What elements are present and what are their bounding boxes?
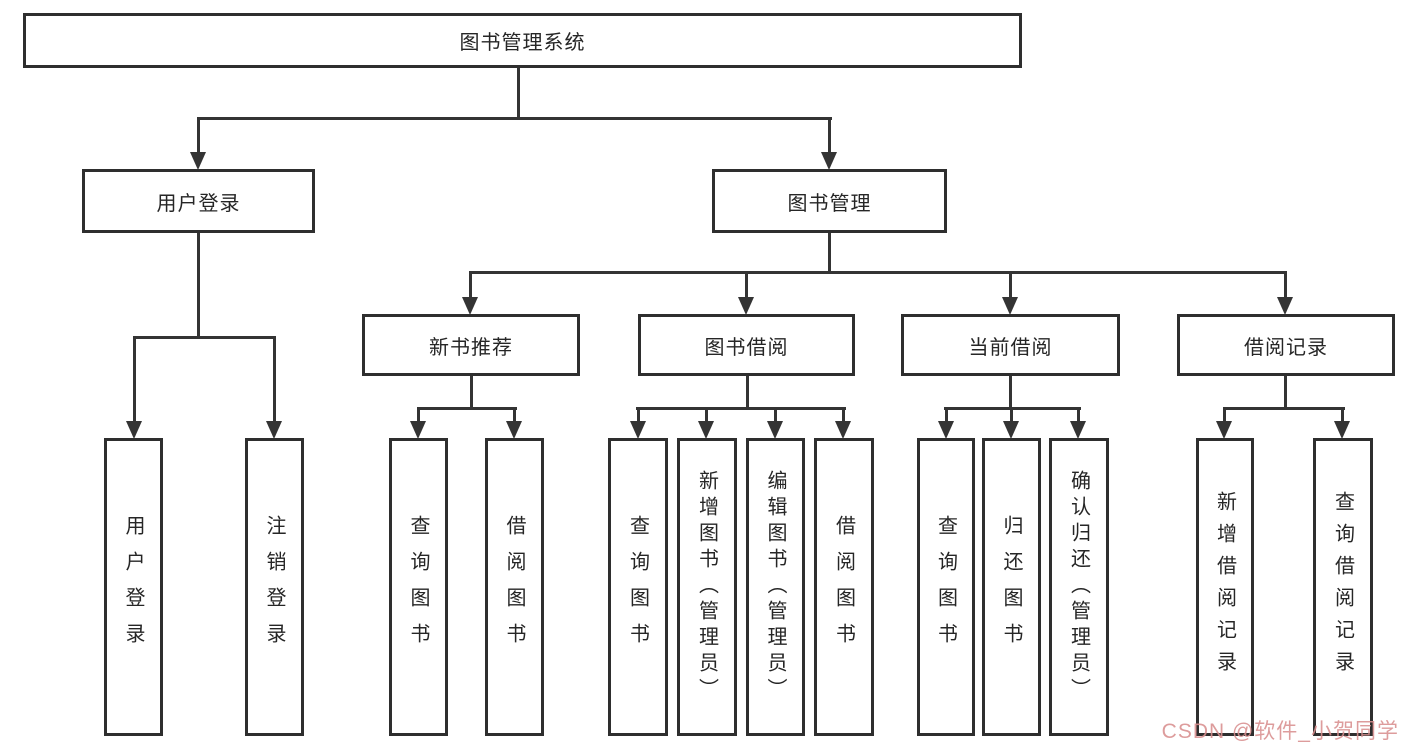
leaf-query-book-current: 查询图书 — [917, 438, 975, 736]
node-book-management: 图书管理 — [712, 169, 947, 233]
connector-line — [417, 407, 517, 410]
leaf-confirm-return-admin: 确认归还（管理员） — [1049, 438, 1109, 736]
leaf-add-book-admin: 新增图书（管理员） — [677, 438, 737, 736]
leaf-return-book: 归还图书 — [982, 438, 1041, 736]
node-current-borrow: 当前借阅 — [901, 314, 1120, 376]
connector-line — [636, 407, 846, 410]
connector-line — [1284, 375, 1287, 409]
arrow-down-icon — [266, 336, 283, 439]
arrow-down-icon — [767, 407, 784, 439]
csdn-watermark: CSDN @软件_小贺同学 — [1161, 720, 1399, 743]
leaf-query-book-recommend: 查询图书 — [389, 438, 448, 736]
connector-line — [1223, 407, 1345, 410]
connector-line — [197, 117, 832, 120]
leaf-edit-book-admin: 编辑图书（管理员） — [746, 438, 805, 736]
arrow-down-icon — [1002, 271, 1019, 315]
connector-line — [828, 232, 831, 273]
connector-line — [746, 375, 749, 409]
arrow-down-icon — [1277, 271, 1294, 315]
connector-line — [197, 232, 200, 338]
node-borrow-record: 借阅记录 — [1177, 314, 1395, 376]
arrow-down-icon — [1070, 407, 1087, 439]
arrow-down-icon — [506, 407, 523, 439]
arrow-down-icon — [698, 407, 715, 439]
node-root: 图书管理系统 — [23, 13, 1022, 68]
leaf-borrow-book: 借阅图书 — [814, 438, 874, 736]
arrow-down-icon — [835, 407, 852, 439]
node-book-borrow: 图书借阅 — [638, 314, 855, 376]
arrow-down-icon — [1216, 407, 1233, 439]
connector-line — [517, 68, 520, 119]
connector-line — [1009, 375, 1012, 409]
arrow-down-icon — [462, 271, 479, 315]
arrow-down-icon — [738, 271, 755, 315]
arrow-down-icon — [630, 407, 647, 439]
arrow-down-icon — [938, 407, 955, 439]
leaf-add-borrow-record: 新增借阅记录 — [1196, 438, 1254, 736]
arrow-down-icon — [1003, 407, 1020, 439]
leaf-user-login: 用户登录 — [104, 438, 163, 736]
leaf-logout: 注销登录 — [245, 438, 304, 736]
leaf-query-book-borrow: 查询图书 — [608, 438, 668, 736]
leaf-query-borrow-record: 查询借阅记录 — [1313, 438, 1373, 736]
arrow-down-icon — [1334, 407, 1351, 439]
arrow-down-icon — [126, 336, 143, 439]
arrow-down-icon — [190, 117, 207, 170]
node-user-login: 用户登录 — [82, 169, 315, 233]
connector-line — [469, 271, 1287, 274]
leaf-borrow-book-recommend: 借阅图书 — [485, 438, 544, 736]
arrow-down-icon — [821, 117, 838, 170]
connector-line — [133, 336, 276, 339]
node-new-book-recommend: 新书推荐 — [362, 314, 580, 376]
arrow-down-icon — [410, 407, 427, 439]
connector-line — [470, 375, 473, 409]
